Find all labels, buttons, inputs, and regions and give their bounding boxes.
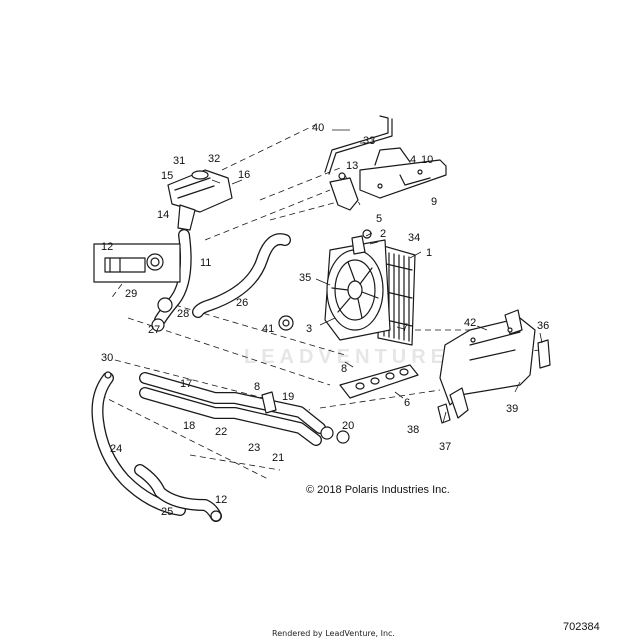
fitting-28 bbox=[151, 297, 173, 332]
callout-39: 39 bbox=[506, 403, 518, 415]
callout-2: 2 bbox=[380, 228, 386, 240]
inset-detail-box bbox=[93, 243, 181, 283]
callout-5: 5 bbox=[376, 213, 382, 225]
callout-14: 14 bbox=[157, 209, 169, 221]
callout-38: 38 bbox=[407, 424, 419, 436]
watermark: LEADVENTURE bbox=[244, 346, 450, 368]
callout-4: 4 bbox=[410, 154, 416, 166]
hose-26 bbox=[192, 233, 291, 318]
callout-30: 30 bbox=[101, 352, 113, 364]
callout-17: 17 bbox=[180, 378, 192, 390]
callout-11: 11 bbox=[200, 257, 211, 269]
bracket-37 bbox=[437, 403, 451, 424]
callout-26: 26 bbox=[236, 297, 248, 309]
skid-plate-6 bbox=[339, 364, 419, 399]
callout-22: 22 bbox=[215, 426, 227, 438]
hose-25 bbox=[134, 464, 222, 522]
copyright-notice: © 2018 Polaris Industries Inc. bbox=[306, 484, 450, 496]
callout-10: 10 bbox=[421, 154, 433, 166]
clamp-41 bbox=[278, 315, 294, 331]
callout-20: 20 bbox=[342, 420, 354, 432]
bracket-5 bbox=[329, 172, 359, 211]
callout-32: 32 bbox=[208, 153, 220, 165]
callout-16: 16 bbox=[238, 169, 250, 181]
callouts: 1 2 3 4 5 6 7 8 8 9 10 11 12 12 13 14 15… bbox=[101, 122, 549, 518]
coolant-tubes-17-18 bbox=[139, 372, 326, 446]
rod-40 bbox=[324, 115, 393, 175]
upper-bracket-9 bbox=[359, 147, 447, 199]
callout-3: 3 bbox=[306, 323, 312, 335]
callout-24: 24 bbox=[110, 443, 122, 455]
footer-credit: Rendered by LeadVenture, Inc. bbox=[272, 629, 395, 638]
callout-36: 36 bbox=[537, 320, 549, 332]
callout-35: 35 bbox=[299, 272, 311, 284]
radiator-frame-42 bbox=[439, 309, 536, 419]
bracket-36 bbox=[537, 339, 551, 369]
callout-8b: 8 bbox=[254, 381, 260, 393]
callout-37: 37 bbox=[439, 441, 451, 453]
callout-34: 34 bbox=[408, 232, 420, 244]
callout-13: 13 bbox=[346, 160, 358, 172]
callout-15: 15 bbox=[161, 170, 173, 182]
callout-23: 23 bbox=[248, 442, 260, 454]
callout-33: 33 bbox=[363, 135, 375, 147]
sensor-2 bbox=[362, 229, 372, 239]
callout-28: 28 bbox=[177, 308, 189, 320]
callout-41: 41 bbox=[262, 323, 274, 335]
bracket-19 bbox=[261, 391, 277, 414]
callout-6: 6 bbox=[404, 397, 410, 409]
hose-24 bbox=[91, 372, 186, 516]
callout-8a: 8 bbox=[341, 363, 347, 375]
callout-9: 9 bbox=[431, 196, 437, 208]
callout-40: 40 bbox=[312, 122, 324, 134]
callout-19: 19 bbox=[282, 391, 294, 403]
clamp-30 bbox=[104, 371, 112, 379]
callout-29: 29 bbox=[125, 288, 137, 300]
callout-27: 27 bbox=[148, 324, 160, 336]
callout-31: 31 bbox=[173, 155, 185, 167]
callout-42: 42 bbox=[464, 317, 476, 329]
callout-7: 7 bbox=[402, 322, 408, 334]
drawing-number: 702384 bbox=[563, 621, 600, 633]
callout-25: 25 bbox=[161, 506, 173, 518]
hose-11 bbox=[154, 229, 192, 326]
callout-12b: 12 bbox=[215, 494, 227, 506]
callout-1: 1 bbox=[426, 247, 432, 259]
callout-21: 21 bbox=[272, 452, 284, 464]
clamp-12-lower bbox=[210, 510, 222, 522]
clamp-20 bbox=[320, 426, 350, 444]
coolant-reservoir-15 bbox=[167, 169, 233, 231]
callout-18: 18 bbox=[183, 420, 195, 432]
leader-lines bbox=[211, 129, 543, 424]
fan-shroud-3 bbox=[324, 235, 391, 341]
callout-12a: 12 bbox=[101, 241, 113, 253]
